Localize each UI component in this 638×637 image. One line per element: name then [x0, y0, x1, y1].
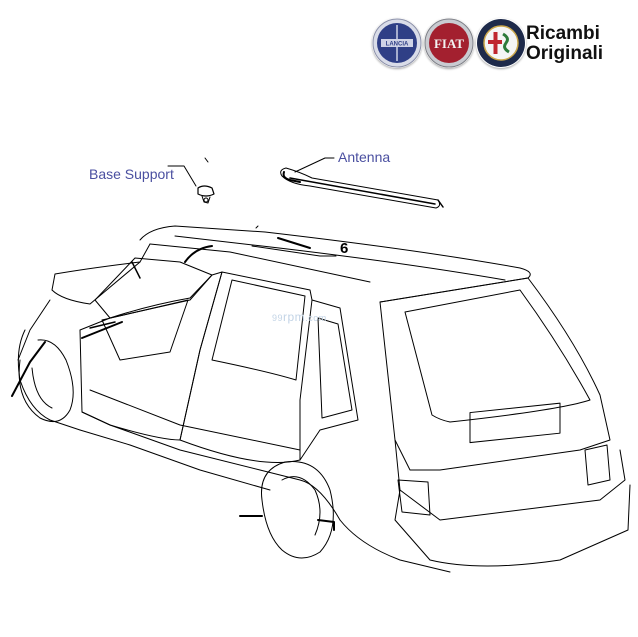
watermark-prefix: 99 — [272, 313, 284, 323]
callout-6-leader — [251, 245, 337, 257]
watermark-main: rpm — [283, 310, 306, 324]
brand-title: Ricambi Originali — [526, 24, 603, 64]
rear-quarter — [299, 299, 359, 461]
watermark-suffix: .com — [305, 313, 327, 323]
rear-hatch — [379, 277, 611, 471]
hood-outline — [51, 243, 151, 291]
license-plate — [469, 402, 561, 444]
rear-window — [404, 289, 591, 423]
fiat-logo: FIAT — [424, 18, 474, 68]
svg-text:LANCIA: LANCIA — [386, 42, 409, 48]
antenna-label: Antenna — [338, 149, 391, 165]
rear-door — [179, 271, 313, 463]
roof-outline — [139, 225, 531, 303]
roof-inner-line — [174, 235, 506, 281]
watermark: 99rpm.com — [272, 310, 327, 324]
base-support-label: Base Support — [89, 166, 174, 182]
front-wheel — [18, 339, 74, 423]
rear-wheel — [260, 461, 334, 559]
brand-title-line2: Originali — [526, 43, 604, 64]
callout-number: 6 — [340, 240, 349, 257]
svg-text:FIAT: FIAT — [434, 36, 464, 51]
lancia-logo: LANCIA — [372, 18, 422, 68]
brand-title-line1: Ricambi — [526, 23, 600, 44]
brand-header: LANCIA FIAT Ricambi Originali — [372, 18, 634, 74]
antenna-part — [280, 157, 444, 209]
alfa-romeo-logo — [476, 18, 526, 68]
base-support-part — [167, 165, 215, 204]
windshield — [94, 257, 213, 319]
front-door — [79, 271, 223, 441]
